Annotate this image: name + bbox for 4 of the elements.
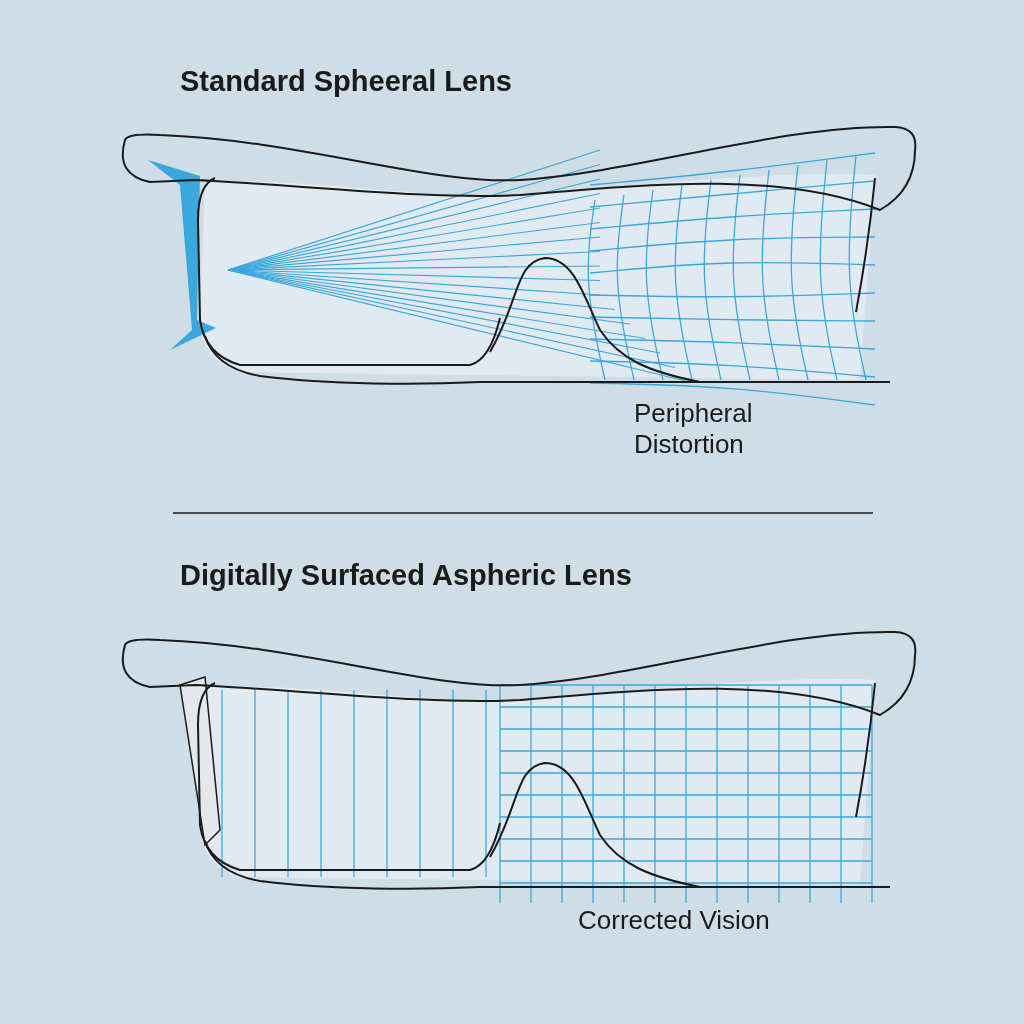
section-title: Digitally Surfaced Aspheric Lens [180, 558, 632, 593]
caption-text: Corrected Vision [578, 905, 771, 937]
section-title: Standard Spheeral Lens [180, 64, 512, 99]
caption-text: Peripheral Distortion [634, 398, 754, 461]
